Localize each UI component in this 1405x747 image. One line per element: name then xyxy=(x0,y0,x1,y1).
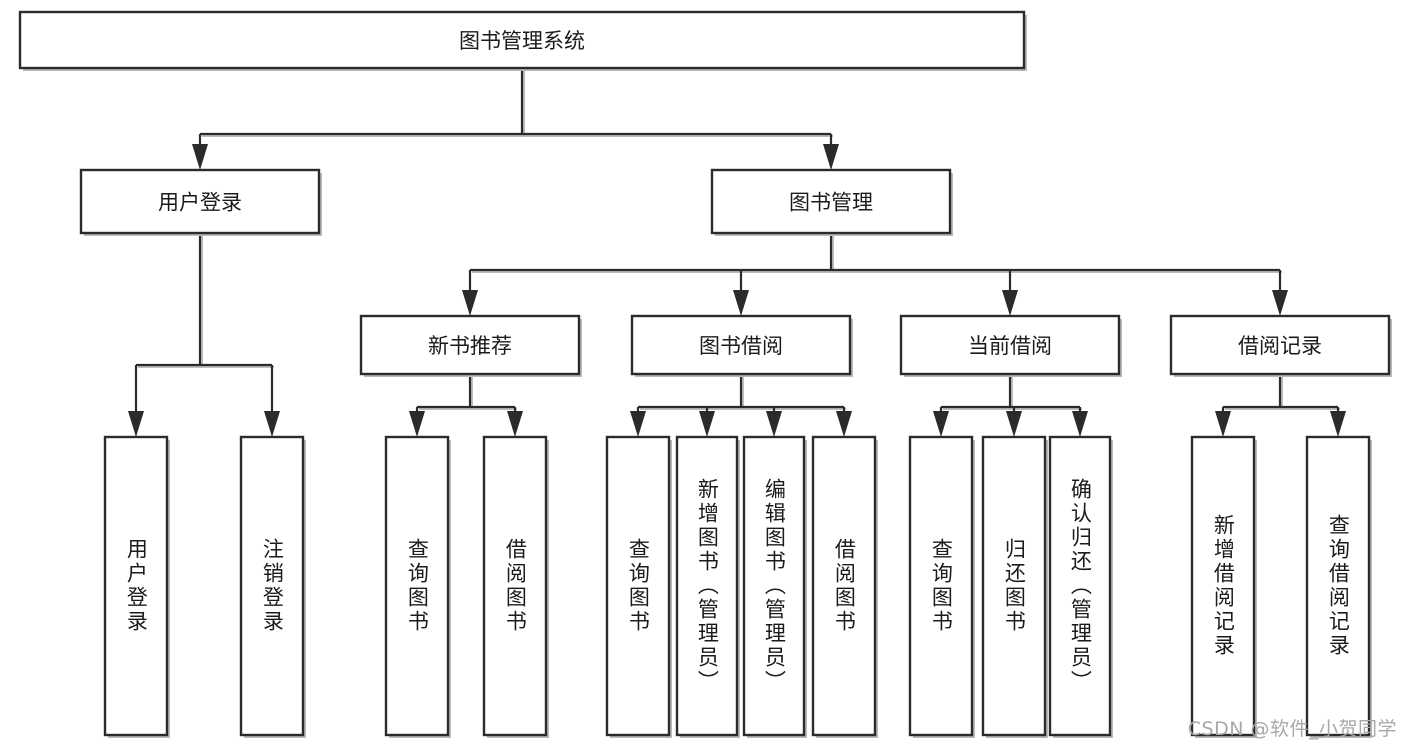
connectors-layer xyxy=(128,68,1346,437)
node-border[interactable] xyxy=(710,168,952,235)
arrow-head-icon xyxy=(1272,290,1288,316)
arrow-head-icon xyxy=(699,411,715,437)
arrow-head-icon xyxy=(1330,411,1346,437)
arrow-head-icon xyxy=(192,144,208,170)
node-leaf-return-book[interactable] xyxy=(981,435,1048,738)
node-book-borrow[interactable] xyxy=(630,314,853,377)
node-label: 图书管理 xyxy=(789,191,873,215)
node-leaf-edit-book[interactable] xyxy=(742,435,807,738)
node-border[interactable] xyxy=(482,435,548,737)
node-leaf-user-login[interactable] xyxy=(103,435,170,738)
node-leaf-query-book-3[interactable] xyxy=(908,435,975,738)
node-border[interactable] xyxy=(811,435,877,737)
node-current-borrow[interactable] xyxy=(899,314,1122,377)
connector-book-borrow xyxy=(630,374,852,437)
connector-borrow-record xyxy=(1215,374,1346,437)
node-root[interactable] xyxy=(18,10,1027,71)
node-borrow-record[interactable] xyxy=(1169,314,1392,377)
node-border[interactable] xyxy=(103,435,169,737)
node-border[interactable] xyxy=(605,435,671,737)
node-border[interactable] xyxy=(908,435,974,737)
node-border[interactable] xyxy=(384,435,450,737)
node-border[interactable] xyxy=(675,435,739,737)
arrow-head-icon xyxy=(264,411,280,437)
node-label: 用户登录 xyxy=(158,191,242,215)
connector-user-login xyxy=(128,233,280,437)
arrow-head-icon xyxy=(409,411,425,437)
node-label: 新书推荐 xyxy=(428,334,512,358)
node-border[interactable] xyxy=(742,435,806,737)
connector-root xyxy=(192,68,839,170)
arrow-head-icon xyxy=(128,411,144,437)
arrow-head-icon xyxy=(836,411,852,437)
node-leaf-add-record[interactable] xyxy=(1190,435,1257,738)
watermark-text: CSDN @软件_小贺同学 xyxy=(1187,718,1397,740)
node-leaf-confirm-return[interactable] xyxy=(1048,435,1113,738)
node-new-book-recommend[interactable] xyxy=(359,314,582,377)
node-border[interactable] xyxy=(1190,435,1256,737)
arrow-head-icon xyxy=(630,411,646,437)
node-leaf-borrow-book-2[interactable] xyxy=(811,435,878,738)
boxes-layer xyxy=(18,10,1392,738)
node-label: 图书管理系统 xyxy=(459,29,585,53)
arrow-head-icon xyxy=(1006,411,1022,437)
node-leaf-add-book[interactable] xyxy=(675,435,740,738)
node-border[interactable] xyxy=(1169,314,1391,376)
arrow-head-icon xyxy=(507,411,523,437)
node-label: 借阅记录 xyxy=(1238,334,1322,358)
arrow-head-icon xyxy=(462,290,478,316)
arrow-head-icon xyxy=(1215,411,1231,437)
arrow-head-icon xyxy=(1072,411,1088,437)
node-border[interactable] xyxy=(359,314,581,376)
arrow-head-icon xyxy=(733,290,749,316)
arrow-head-icon xyxy=(766,411,782,437)
node-book-manage[interactable] xyxy=(710,168,953,236)
node-label: 图书借阅 xyxy=(699,334,783,358)
node-border[interactable] xyxy=(981,435,1047,737)
node-border[interactable] xyxy=(79,168,321,235)
node-leaf-query-record[interactable] xyxy=(1305,435,1372,738)
node-label: 当前借阅 xyxy=(968,334,1052,358)
node-border[interactable] xyxy=(899,314,1121,376)
node-user-login[interactable] xyxy=(79,168,322,236)
node-leaf-borrow-book-1[interactable] xyxy=(482,435,549,738)
connector-new-book-recommend xyxy=(409,374,523,437)
node-border[interactable] xyxy=(630,314,852,376)
node-border[interactable] xyxy=(18,10,1026,70)
node-border[interactable] xyxy=(1305,435,1371,737)
node-border[interactable] xyxy=(1048,435,1112,737)
arrow-head-icon xyxy=(823,144,839,170)
connector-book-manage xyxy=(462,233,1288,316)
arrow-head-icon xyxy=(1002,290,1018,316)
connector-current-borrow xyxy=(933,374,1088,437)
arrow-head-icon xyxy=(933,411,949,437)
node-border[interactable] xyxy=(239,435,305,737)
node-leaf-query-book-1[interactable] xyxy=(384,435,451,738)
node-leaf-query-book-2[interactable] xyxy=(605,435,672,738)
node-leaf-user-logout[interactable] xyxy=(239,435,306,738)
